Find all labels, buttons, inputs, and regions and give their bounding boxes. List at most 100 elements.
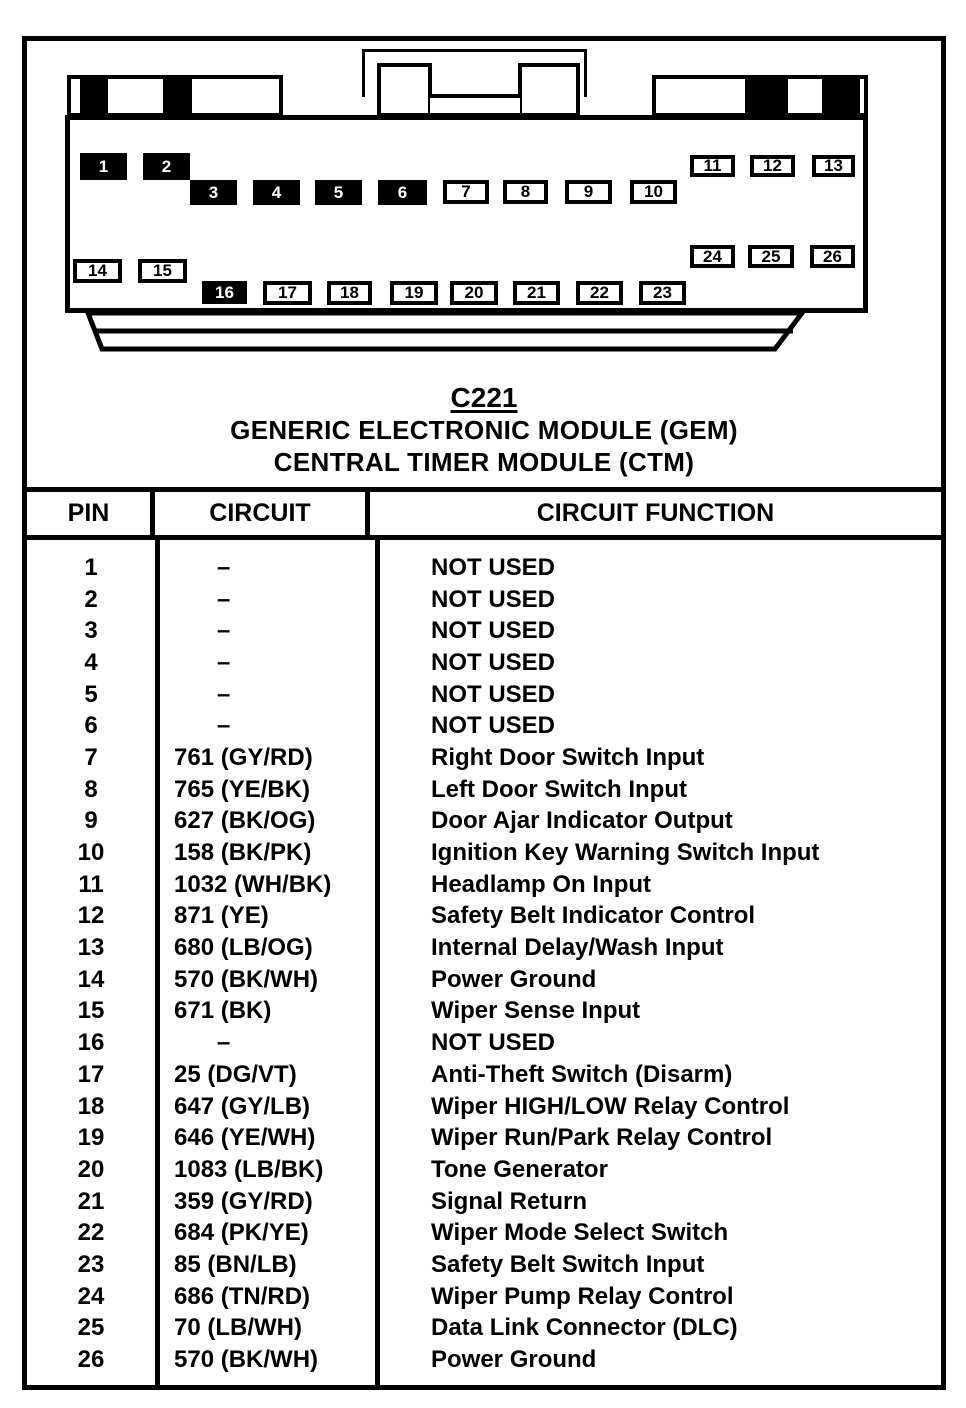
pin-box-9: 9 <box>565 180 612 204</box>
circuit-cell: – <box>217 585 231 613</box>
circuit-function-cell: Safety Belt Switch Input <box>431 1250 705 1278</box>
circuit-cell: 646 (YE/WH) <box>174 1124 316 1152</box>
circuit-function-cell: NOT USED <box>431 585 556 613</box>
pin-cell: 19 <box>77 1124 105 1152</box>
pin-cell: 2 <box>84 585 98 613</box>
circuit-function-cell: Data Link Connector (DLC) <box>431 1314 738 1342</box>
table-row: 18 647 (GY/LB) Wiper HIGH/LOW Relay Contro… <box>27 1091 941 1123</box>
circuit-cell: 647 (GY/LB) <box>174 1092 311 1120</box>
pin-box-14: 14 <box>73 259 122 283</box>
circuit-function-cell: Wiper HIGH/LOW Relay Control <box>431 1092 790 1120</box>
circuit-cell: – <box>217 712 231 740</box>
pin-box-11: 11 <box>690 155 735 177</box>
pin-cell: 3 <box>84 617 98 645</box>
connector-top-tab-left <box>67 75 283 117</box>
pin-box-4: 4 <box>253 180 300 205</box>
pin-cell: 11 <box>78 870 104 898</box>
header-pin: PIN <box>27 492 155 535</box>
pin-box-15: 15 <box>138 259 187 283</box>
circuit-cell: 25 (DG/VT) <box>174 1060 297 1088</box>
circuit-function-cell: Left Door Switch Input <box>431 775 687 803</box>
connector-keyway-floor <box>430 94 520 117</box>
connector-flange <box>84 310 807 352</box>
circuit-cell: 871 (YE) <box>174 902 269 930</box>
circuit-function-cell: Wiper Run/Park Relay Control <box>431 1124 773 1152</box>
pin-box-12: 12 <box>750 155 795 177</box>
circuit-cell: 671 (BK) <box>174 997 272 1025</box>
table-row: 19 646 (YE/WH) Wiper Run/Park Relay Contro… <box>27 1122 941 1154</box>
circuit-function-cell: Signal Return <box>431 1187 588 1215</box>
pin-box-23: 23 <box>639 281 686 305</box>
pin-cell: 20 <box>77 1155 105 1183</box>
connector-title-ctm: CENTRAL TIMER MODULE (CTM) <box>273 447 695 477</box>
circuit-cell: – <box>217 553 231 581</box>
connector-title-block: C221 GENERIC ELECTRONIC MODULE (GEM) CEN… <box>27 382 941 478</box>
table-row: 1–NOT USED <box>27 552 941 584</box>
pin-cell: 18 <box>77 1092 105 1120</box>
pin-cell: 9 <box>84 807 98 835</box>
pin-cell: 6 <box>84 712 98 740</box>
circuit-function-cell: Tone Generator <box>431 1155 608 1183</box>
pin-box-21: 21 <box>513 281 560 305</box>
pin-box-5: 5 <box>315 180 362 205</box>
pin-cell: 17 <box>77 1060 105 1088</box>
pin-box-18: 18 <box>327 281 372 305</box>
circuit-function-cell: NOT USED <box>431 648 556 676</box>
connector-top-tab-right <box>652 75 868 117</box>
header-circuit-function: CIRCUIT FUNCTION <box>536 499 775 527</box>
pin-cell: 5 <box>84 680 98 708</box>
circuit-function-cell: Wiper Pump Relay Control <box>431 1282 734 1310</box>
pin-cell: 10 <box>77 839 105 867</box>
tab-black-segment <box>745 79 788 113</box>
table-row: 4 – NOT USED <box>27 647 941 679</box>
pin-cell: 14 <box>77 965 105 993</box>
circuit-function-cell: NOT USED <box>431 617 556 645</box>
tab-black-segment <box>80 79 108 113</box>
pin-cell: 22 <box>77 1219 105 1247</box>
table-row: 16–NOT USED <box>27 1027 941 1059</box>
pin-cell: 24 <box>77 1282 105 1310</box>
circuit-function-cell: Headlamp On Input <box>431 870 652 898</box>
circuit-function-cell: Door Ajar Indicator Output <box>431 807 733 835</box>
pin-box-20: 20 <box>450 281 498 305</box>
header-circuit: CIRCUIT <box>155 492 370 535</box>
circuit-function-cell: NOT USED <box>431 712 556 740</box>
connector-keyway-post-right <box>518 63 580 117</box>
circuit-cell: 1032 (WH/BK) <box>174 870 332 898</box>
pin-box-19: 19 <box>390 281 438 305</box>
circuit-cell: 680 (LB/OG) <box>174 934 313 962</box>
circuit-function-cell: NOT USED <box>431 680 556 708</box>
pin-cell: 4 <box>84 648 98 676</box>
circuit-cell: 570 (BK/WH) <box>174 965 319 993</box>
table-row: 5 – NOT USED <box>27 679 941 711</box>
circuit-cell: 570 (BK/WH) <box>174 1346 319 1374</box>
circuit-cell: 684 (PK/YE) <box>174 1219 309 1247</box>
pin-box-17: 17 <box>263 281 312 305</box>
tab-black-segment <box>163 79 192 113</box>
table-row: 6 – NOT USED <box>27 710 941 742</box>
connector-body <box>65 115 868 313</box>
pin-box-7: 7 <box>443 180 489 204</box>
circuit-function-cell: Right Door Switch Input <box>431 743 705 771</box>
circuit-cell: – <box>217 617 231 645</box>
pin-box-22: 22 <box>576 281 623 305</box>
pin-cell: 16 <box>77 1029 105 1057</box>
pin-box-6: 6 <box>378 180 427 205</box>
circuit-cell: – <box>217 680 231 708</box>
tab-black-segment <box>822 79 860 113</box>
circuit-function-cell: Power Ground <box>431 1346 597 1374</box>
pin-box-8: 8 <box>503 180 548 204</box>
table-row: 20 1083 (LB/BK) Tone Generator <box>27 1154 941 1186</box>
circuit-cell: – <box>217 648 231 676</box>
table-row: 11 1032 (WH/BK) Headlamp On Input <box>27 869 941 901</box>
circuit-cell: 1083 (LB/BK) <box>174 1155 324 1183</box>
